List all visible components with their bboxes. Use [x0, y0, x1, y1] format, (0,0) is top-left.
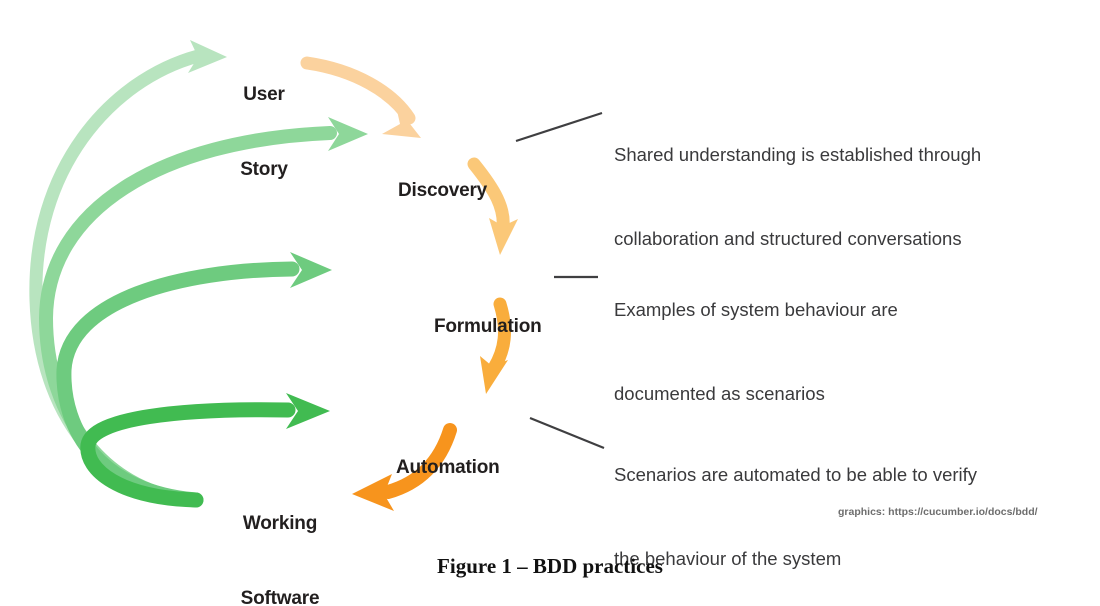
node-label-formulation: Formulation [434, 264, 542, 389]
node-label-automation-line1: Automation [396, 457, 500, 478]
annotation-automation-line2: the behaviour of the system [614, 548, 842, 569]
node-label-user-story-line2: Story [240, 159, 288, 180]
leader-line-discovery [515, 111, 603, 143]
node-label-discovery: Discovery [398, 128, 487, 253]
node-label-working-software-line1: Working [242, 513, 318, 534]
node-label-working-software: Working Software [216, 461, 344, 606]
annotation-automation: Scenarios are automated to be able to ve… [614, 405, 977, 606]
node-label-automation: Automation [396, 405, 500, 530]
annotation-discovery: Shared understanding is established thro… [614, 85, 981, 309]
forward-arrow-automation-to-working-software [352, 423, 457, 511]
figure-caption: Figure 1 – BDD practices [437, 554, 663, 578]
node-label-working-software-line2: Software [240, 588, 320, 606]
annotation-formulation: Examples of system behaviour are documen… [614, 240, 898, 464]
annotation-formulation-line1: Examples of system behaviour are [614, 299, 898, 320]
graphics-credit: graphics: https://cucumber.io/docs/bdd/ [838, 506, 1038, 518]
node-label-discovery-line1: Discovery [398, 180, 488, 201]
annotation-discovery-line2: collaboration and structured conversatio… [614, 228, 962, 249]
forward-arrow-formulation-to-automation [480, 297, 511, 394]
forward-arrow-discovery-to-formulation [467, 157, 518, 255]
node-label-formulation-line1: Formulation [434, 316, 542, 337]
annotation-formulation-line2: documented as scenarios [614, 383, 825, 404]
annotation-discovery-line1: Shared understanding is established thro… [614, 144, 982, 165]
node-label-user-story-line1: User [243, 84, 285, 105]
leader-line-automation [529, 416, 605, 450]
annotation-automation-line1: Scenarios are automated to be able to ve… [614, 464, 978, 485]
node-label-user-story: User Story [224, 32, 304, 232]
forward-arrow-user-story-to-discovery [300, 56, 421, 138]
feedback-arc-to-formulation [56, 252, 332, 508]
feedback-arc-to-automation [80, 393, 330, 508]
